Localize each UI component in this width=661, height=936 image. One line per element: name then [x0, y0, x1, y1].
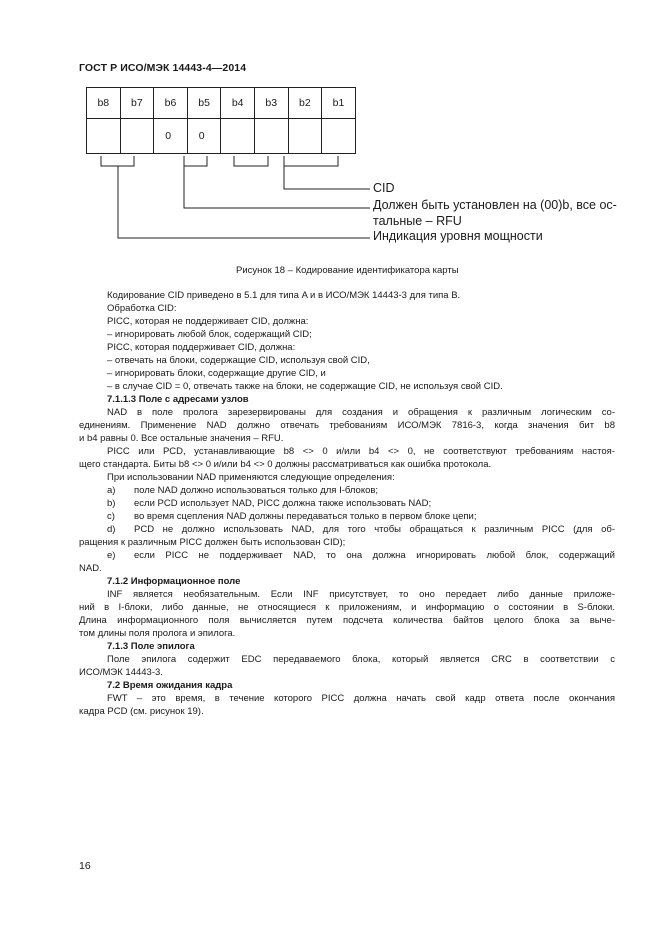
paragraph: кадра PCD (см. рисунок 19). — [79, 706, 204, 717]
label-cid: CID — [373, 181, 395, 195]
list-marker: e) — [107, 550, 116, 561]
bit-cell: b1 — [321, 87, 356, 119]
list-item: PCD не должно использовать NAD, для того… — [134, 524, 615, 535]
paragraph: INF является необязательным. Если INF пр… — [107, 589, 615, 600]
document-header: ГОСТ Р ИСО/МЭК 14443-4—2014 — [79, 62, 247, 74]
paragraph: Длина информационного поля вычисляется п… — [79, 615, 615, 626]
cid-bracket — [283, 156, 339, 167]
paragraph: Обработка CID: — [107, 303, 177, 314]
figure-caption: Рисунок 18 – Кодирование идентификатора … — [236, 265, 459, 276]
page-number: 16 — [79, 860, 91, 872]
paragraph: NAD в поле пролога зарезервированы для с… — [107, 407, 615, 418]
label-rfu-line1: Должен быть установлен на (00)b, все ос- — [373, 198, 617, 212]
rfu-bracket — [183, 156, 208, 167]
list-item: во время сцепления NAD должны передавать… — [134, 511, 477, 522]
paragraph: Кодирование CID приведено в 5.1 для типа… — [107, 290, 461, 301]
paragraph: FWT – это время, в течение которого PICC… — [107, 693, 615, 704]
bit-cell: b4 — [220, 87, 255, 119]
value-cell: 0 — [186, 118, 222, 154]
paragraph: Поле эпилога содержит EDC передаваемого … — [107, 654, 615, 665]
label-power: Индикация уровня мощности — [373, 229, 543, 243]
value-cell — [253, 118, 289, 154]
value-cell — [220, 118, 255, 154]
bit-value-row: 0 0 — [86, 118, 356, 154]
paragraph: PICC, которая поддерживает CID, должна: — [107, 342, 296, 353]
power-bracket — [100, 156, 135, 167]
bit-cell: b6 — [153, 87, 188, 119]
list-marker: a) — [107, 485, 116, 496]
b4-b3-bracket — [233, 156, 269, 167]
list-marker: d) — [107, 524, 116, 535]
value-cell — [119, 118, 155, 154]
paragraph: щего стандарта. Биты b8 <> 0 и/или b4 <>… — [79, 459, 492, 470]
list-marker: b) — [107, 498, 116, 509]
section-heading: 7.2 Время ожидания кадра — [107, 680, 233, 691]
paragraph: ний в I-блоки, либо данные, не относящие… — [79, 602, 615, 613]
bit-header-row: b8 b7 b6 b5 b4 b3 b2 b1 — [86, 87, 356, 119]
section-heading: 7.1.1.3 Поле с адресами узлов — [107, 394, 249, 405]
list-item: ращения к различным PICC должен быть исп… — [79, 537, 346, 548]
paragraph: и b4 равны 0. Все остальные значения – R… — [79, 433, 284, 444]
cid-leader — [283, 166, 370, 190]
bit-cell: b3 — [253, 87, 289, 119]
paragraph: единениям. Применение NAD должно отвечат… — [79, 420, 615, 431]
bracket-lines — [100, 156, 370, 239]
paragraph: ИСО/МЭК 14443-3. — [79, 667, 163, 678]
paragraph: том длины поля пролога и эпилога. — [79, 628, 236, 639]
section-heading: 7.1.2 Информационное поле — [107, 576, 241, 587]
list-item: поле NAD должно использоваться только дл… — [134, 485, 379, 496]
paragraph: При использовании NAD применяются следую… — [107, 472, 395, 483]
section-heading: 7.1.3 Поле эпилога — [107, 641, 195, 652]
value-cell — [321, 118, 356, 154]
list-item: – отвечать на блоки, содержащие CID, исп… — [107, 355, 370, 366]
list-item: NAD. — [79, 563, 102, 574]
list-item: – игнорировать блоки, содержащие другие … — [107, 368, 326, 379]
list-marker: c) — [107, 511, 115, 522]
paragraph: PICC, которая не поддерживает CID, должн… — [107, 316, 309, 327]
list-item: если PCD использует NAD, PICC должна так… — [134, 498, 432, 509]
list-item: – в случае CID = 0, отвечать также на бл… — [107, 381, 503, 392]
paragraph: PICC или PCD, устанавливающие b8 <> 0 и/… — [107, 446, 615, 457]
list-item: – игнорировать любой блок, содержащий CI… — [107, 329, 312, 340]
rfu-leader — [183, 166, 370, 209]
list-item: если PICC не поддерживает NAD, то она до… — [134, 550, 615, 561]
bit-cell: b7 — [119, 87, 155, 119]
bit-table: b8 b7 b6 b5 b4 b3 b2 b1 0 0 — [86, 87, 356, 154]
power-leader — [117, 166, 370, 239]
label-rfu-line2: тальные – RFU — [373, 214, 462, 228]
